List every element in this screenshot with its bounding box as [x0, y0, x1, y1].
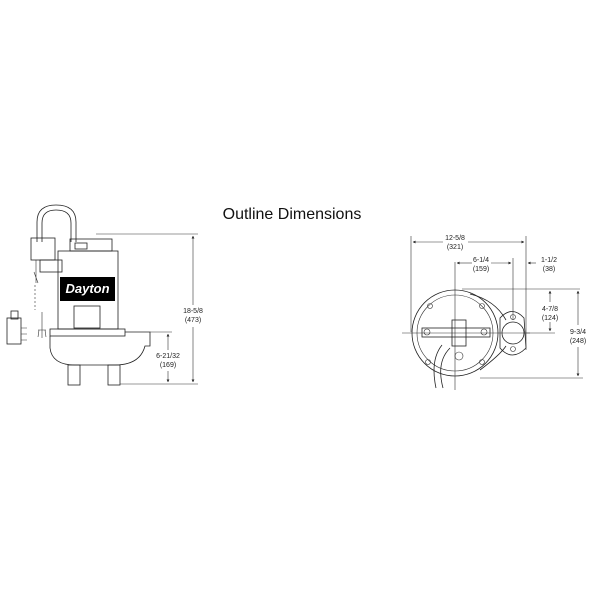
- overall-width-fraction: 12-5/8: [445, 235, 465, 242]
- top-dimensions: 12-5/8 (321) 6-1/4 (159) 1-1/2 (38) 4-7/…: [402, 235, 586, 390]
- side-dimensions: 18-5/8 (473) 6-21/32 (169): [96, 233, 203, 385]
- power-plug: [6, 317, 22, 345]
- brand-label: Dayton: [65, 281, 109, 296]
- diagram-title: Outline Dimensions: [222, 206, 362, 223]
- center-to-discharge-mm: (159): [473, 266, 489, 273]
- float-switch: [30, 237, 56, 261]
- discharge-depth-fraction: 4-7/8: [542, 306, 558, 313]
- brand-plate: [60, 277, 115, 301]
- pump-side-view: Dayton: [6, 204, 151, 386]
- discharge-height-mm: (169): [160, 362, 176, 369]
- discharge-depth-mm: (124): [542, 315, 558, 322]
- discharge-offset-fraction: 1-1/2: [541, 257, 557, 264]
- overall-depth-fraction: 9-3/4: [570, 329, 586, 336]
- overall-height-fraction: 18-5/8: [183, 308, 203, 315]
- pump-top-view: [411, 289, 527, 389]
- discharge-height-fraction: 6-21/32: [156, 353, 180, 360]
- overall-width-mm: (321): [447, 244, 463, 251]
- overall-depth-mm: (248): [570, 338, 586, 345]
- lifting-handle: [36, 204, 77, 242]
- power-cord: [433, 344, 451, 389]
- discharge-offset-mm: (38): [543, 266, 555, 273]
- volute: [49, 331, 151, 366]
- center-to-discharge-fraction: 6-1/4: [473, 257, 489, 264]
- overall-height-mm: (473): [185, 317, 201, 324]
